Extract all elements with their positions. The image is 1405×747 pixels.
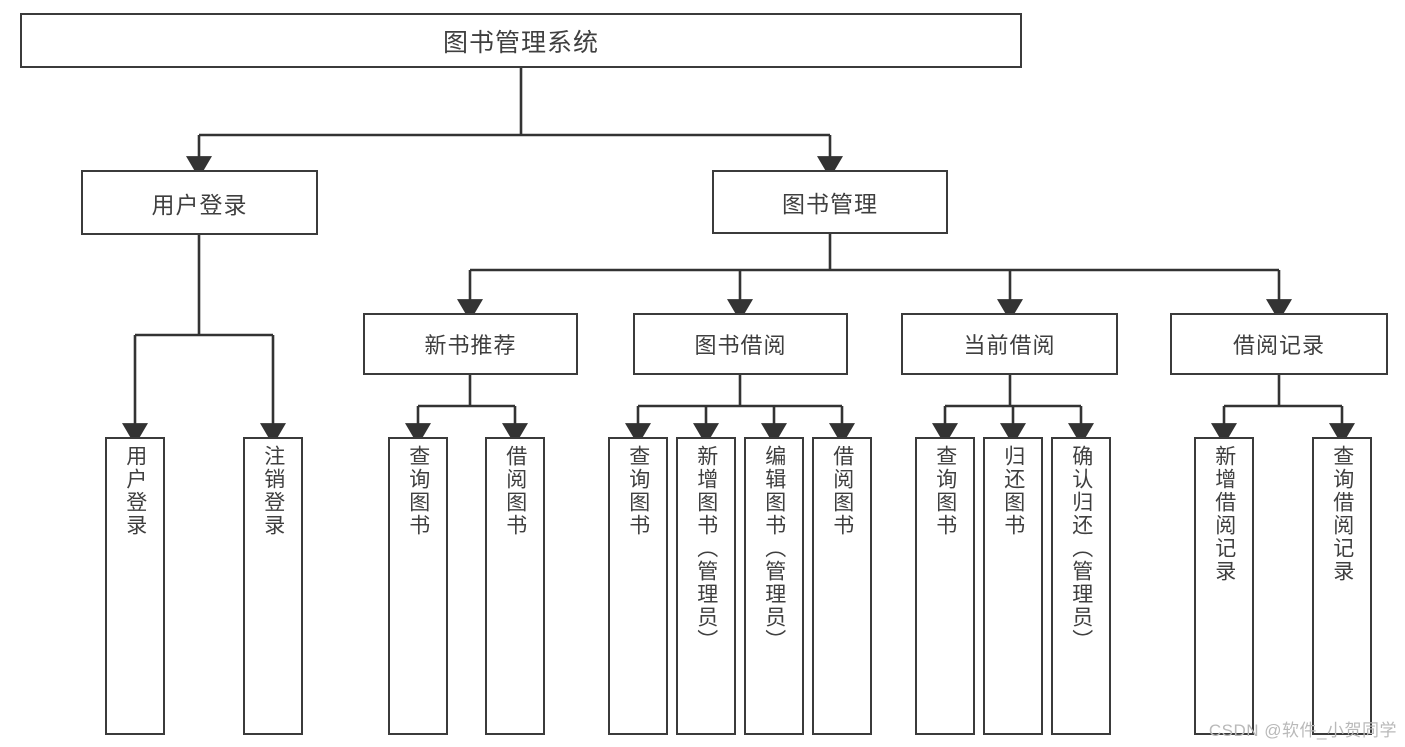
- node-book-borrow[interactable]: 图书借阅: [633, 313, 848, 375]
- node-borrow-record[interactable]: 借阅记录: [1170, 313, 1388, 375]
- leaf-label: 新增图书（管理员）: [694, 445, 718, 652]
- leaf-label: 用户登录: [123, 445, 147, 537]
- node-borrow-record-label: 借阅记录: [1232, 333, 1325, 358]
- leaf-current-borrow-query-book[interactable]: 查询图书: [915, 437, 975, 735]
- leaf-label: 查询图书: [406, 445, 430, 537]
- node-current-borrow[interactable]: 当前借阅: [901, 313, 1118, 375]
- leaf-label: 新增借阅记录: [1212, 445, 1236, 583]
- node-user-login[interactable]: 用户登录: [81, 170, 318, 235]
- node-book-borrow-label: 图书借阅: [694, 333, 787, 358]
- leaf-user-login-login[interactable]: 用户登录: [105, 437, 165, 735]
- leaf-label: 编辑图书（管理员）: [762, 445, 786, 652]
- node-new-book-recommend[interactable]: 新书推荐: [363, 313, 578, 375]
- node-root-label: 图书管理系统: [442, 28, 599, 57]
- node-user-login-label: 用户登录: [151, 191, 248, 218]
- leaf-book-borrow-query-book[interactable]: 查询图书: [608, 437, 668, 735]
- node-book-management-label: 图书管理: [782, 191, 878, 217]
- node-root-book-management-system[interactable]: 图书管理系统: [20, 13, 1022, 68]
- node-book-management[interactable]: 图书管理: [712, 170, 948, 234]
- leaf-label: 借阅图书: [830, 445, 854, 537]
- leaf-label: 归还图书: [1001, 445, 1025, 537]
- leaf-user-login-logout[interactable]: 注销登录: [243, 437, 303, 735]
- leaf-new-book-borrow-book[interactable]: 借阅图书: [485, 437, 545, 735]
- leaf-current-borrow-confirm-return-admin[interactable]: 确认归还（管理员）: [1051, 437, 1111, 735]
- node-current-borrow-label: 当前借阅: [963, 333, 1056, 358]
- leaf-borrow-record-add-record[interactable]: 新增借阅记录: [1194, 437, 1254, 735]
- watermark-text: CSDN @软件_小贺同学: [1208, 721, 1397, 740]
- leaf-book-borrow-borrow-book[interactable]: 借阅图书: [812, 437, 872, 735]
- leaf-new-book-query-book[interactable]: 查询图书: [388, 437, 448, 735]
- leaf-label: 确认归还（管理员）: [1069, 445, 1093, 652]
- leaf-current-borrow-return-book[interactable]: 归还图书: [983, 437, 1043, 735]
- leaf-book-borrow-add-book-admin[interactable]: 新增图书（管理员）: [676, 437, 736, 735]
- leaf-label: 查询图书: [933, 445, 957, 537]
- leaf-label: 查询图书: [626, 445, 650, 537]
- leaf-label: 借阅图书: [503, 445, 527, 537]
- leaf-borrow-record-query-record[interactable]: 查询借阅记录: [1312, 437, 1372, 735]
- leaf-book-borrow-edit-book-admin[interactable]: 编辑图书（管理员）: [744, 437, 804, 735]
- leaf-label: 注销登录: [261, 445, 285, 537]
- node-new-book-recommend-label: 新书推荐: [424, 333, 517, 358]
- leaf-label: 查询借阅记录: [1330, 445, 1354, 583]
